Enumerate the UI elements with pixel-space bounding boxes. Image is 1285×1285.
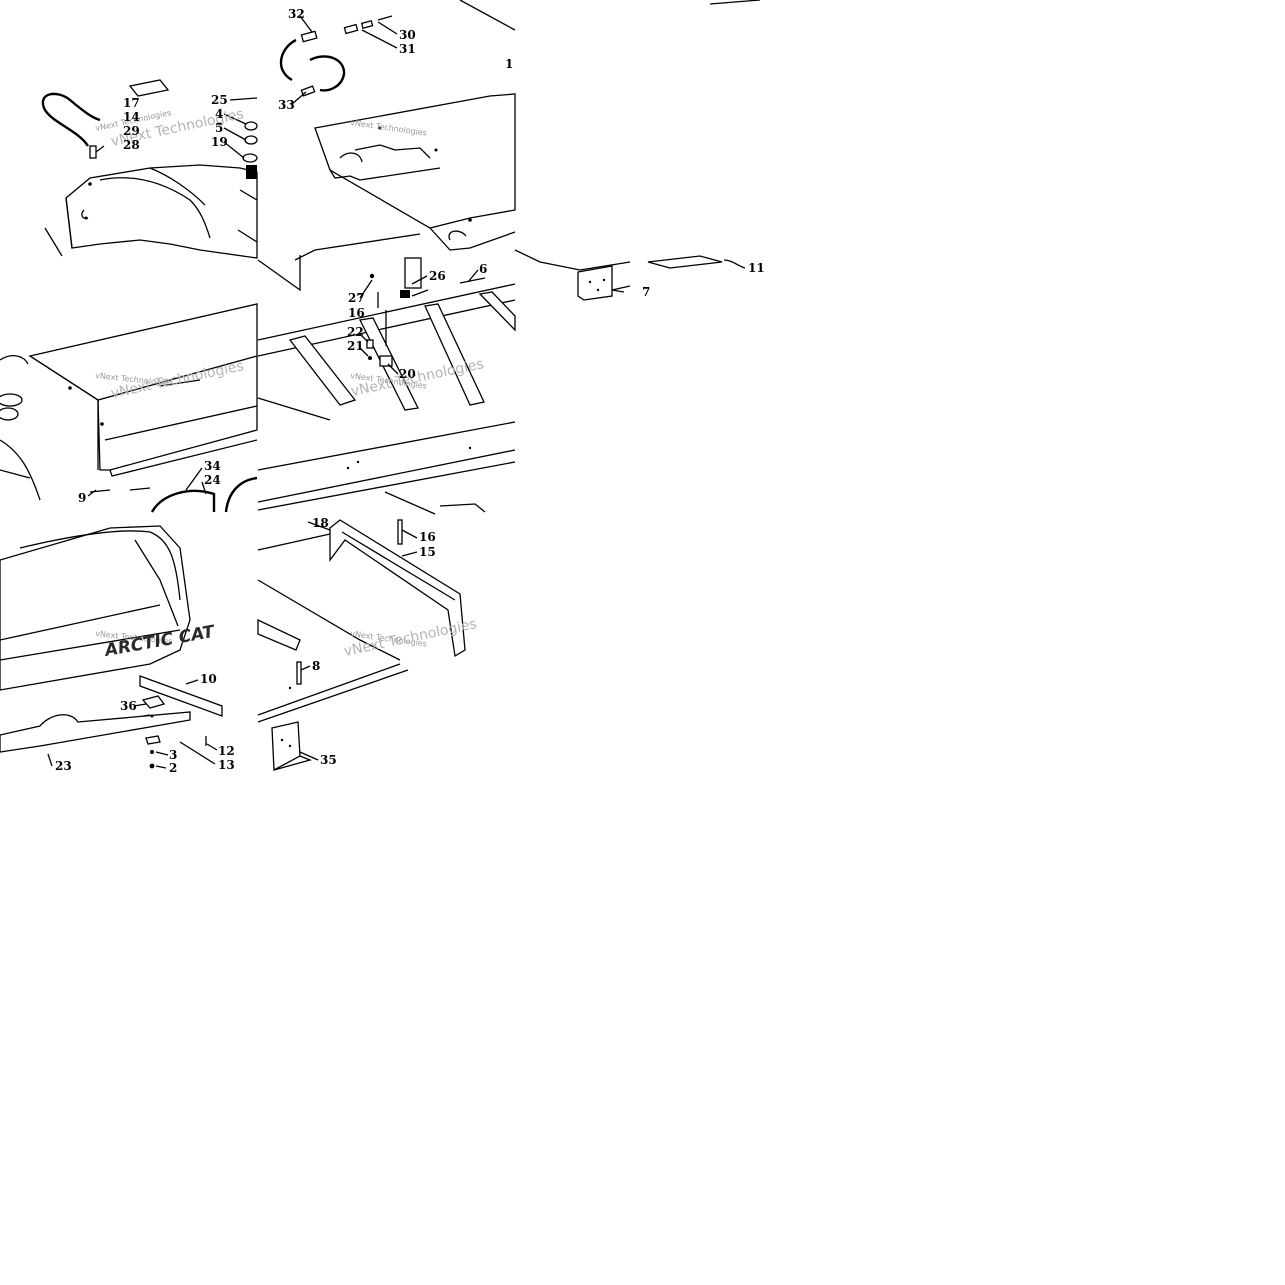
- callout-15: 15: [419, 545, 436, 559]
- callout-26: 26: [429, 269, 446, 283]
- callout-12: 12: [218, 744, 235, 758]
- callout-16: 16: [419, 530, 436, 544]
- callout-14: 14: [123, 110, 140, 124]
- bracket-7: [577, 265, 613, 301]
- panel-bottom-middle: [257, 491, 486, 772]
- callout-22: 22: [347, 325, 364, 339]
- callout-17: 17: [123, 96, 140, 110]
- callout-33: 33: [278, 98, 295, 112]
- panel-middle-left: [0, 303, 258, 513]
- callout-leaders: [47, 15, 746, 769]
- gasket-tab: [128, 79, 170, 97]
- callout-36: 36: [120, 699, 137, 713]
- callout-9: 9: [78, 491, 86, 505]
- seat-body: [0, 525, 191, 691]
- callout-29: 29: [123, 124, 140, 138]
- panel-middle-middle: [257, 283, 516, 511]
- panel-top-left: [41, 79, 258, 259]
- panel-top-middle: [257, 0, 516, 308]
- callout-16: 16: [348, 306, 365, 320]
- panel-top-right: [514, 0, 761, 301]
- callout-28: 28: [123, 138, 140, 152]
- cowl-plate: [314, 93, 516, 229]
- callout-2: 2: [169, 761, 177, 775]
- panel-bottom-left: [0, 525, 223, 769]
- callout-25: 25: [211, 93, 228, 107]
- callout-32: 32: [288, 7, 305, 21]
- callout-20: 20: [399, 367, 416, 381]
- callout-31: 31: [399, 42, 416, 56]
- callout-1: 1: [505, 57, 513, 71]
- callout-30: 30: [399, 28, 416, 42]
- callout-8: 8: [312, 659, 320, 673]
- callout-23: 23: [55, 759, 72, 773]
- callout-27: 27: [348, 291, 365, 305]
- callout-3: 3: [169, 748, 177, 762]
- strip-11: [647, 255, 723, 269]
- callout-34: 34: [204, 459, 221, 473]
- callout-4: 4: [215, 107, 223, 121]
- callout-35: 35: [320, 753, 337, 767]
- callout-13: 13: [218, 758, 235, 772]
- callout-5: 5: [215, 121, 223, 135]
- callout-11: 11: [748, 261, 765, 275]
- callout-labels: 32 30 31 33 1 17 14 29 28 25 4 5 19 26 6…: [55, 7, 765, 775]
- callout-6: 6: [479, 262, 487, 276]
- callout-21: 21: [347, 339, 364, 353]
- callout-10: 10: [200, 672, 217, 686]
- callout-18: 18: [312, 516, 329, 530]
- callout-19: 19: [211, 135, 228, 149]
- callout-7: 7: [642, 285, 650, 299]
- callout-24: 24: [204, 473, 221, 487]
